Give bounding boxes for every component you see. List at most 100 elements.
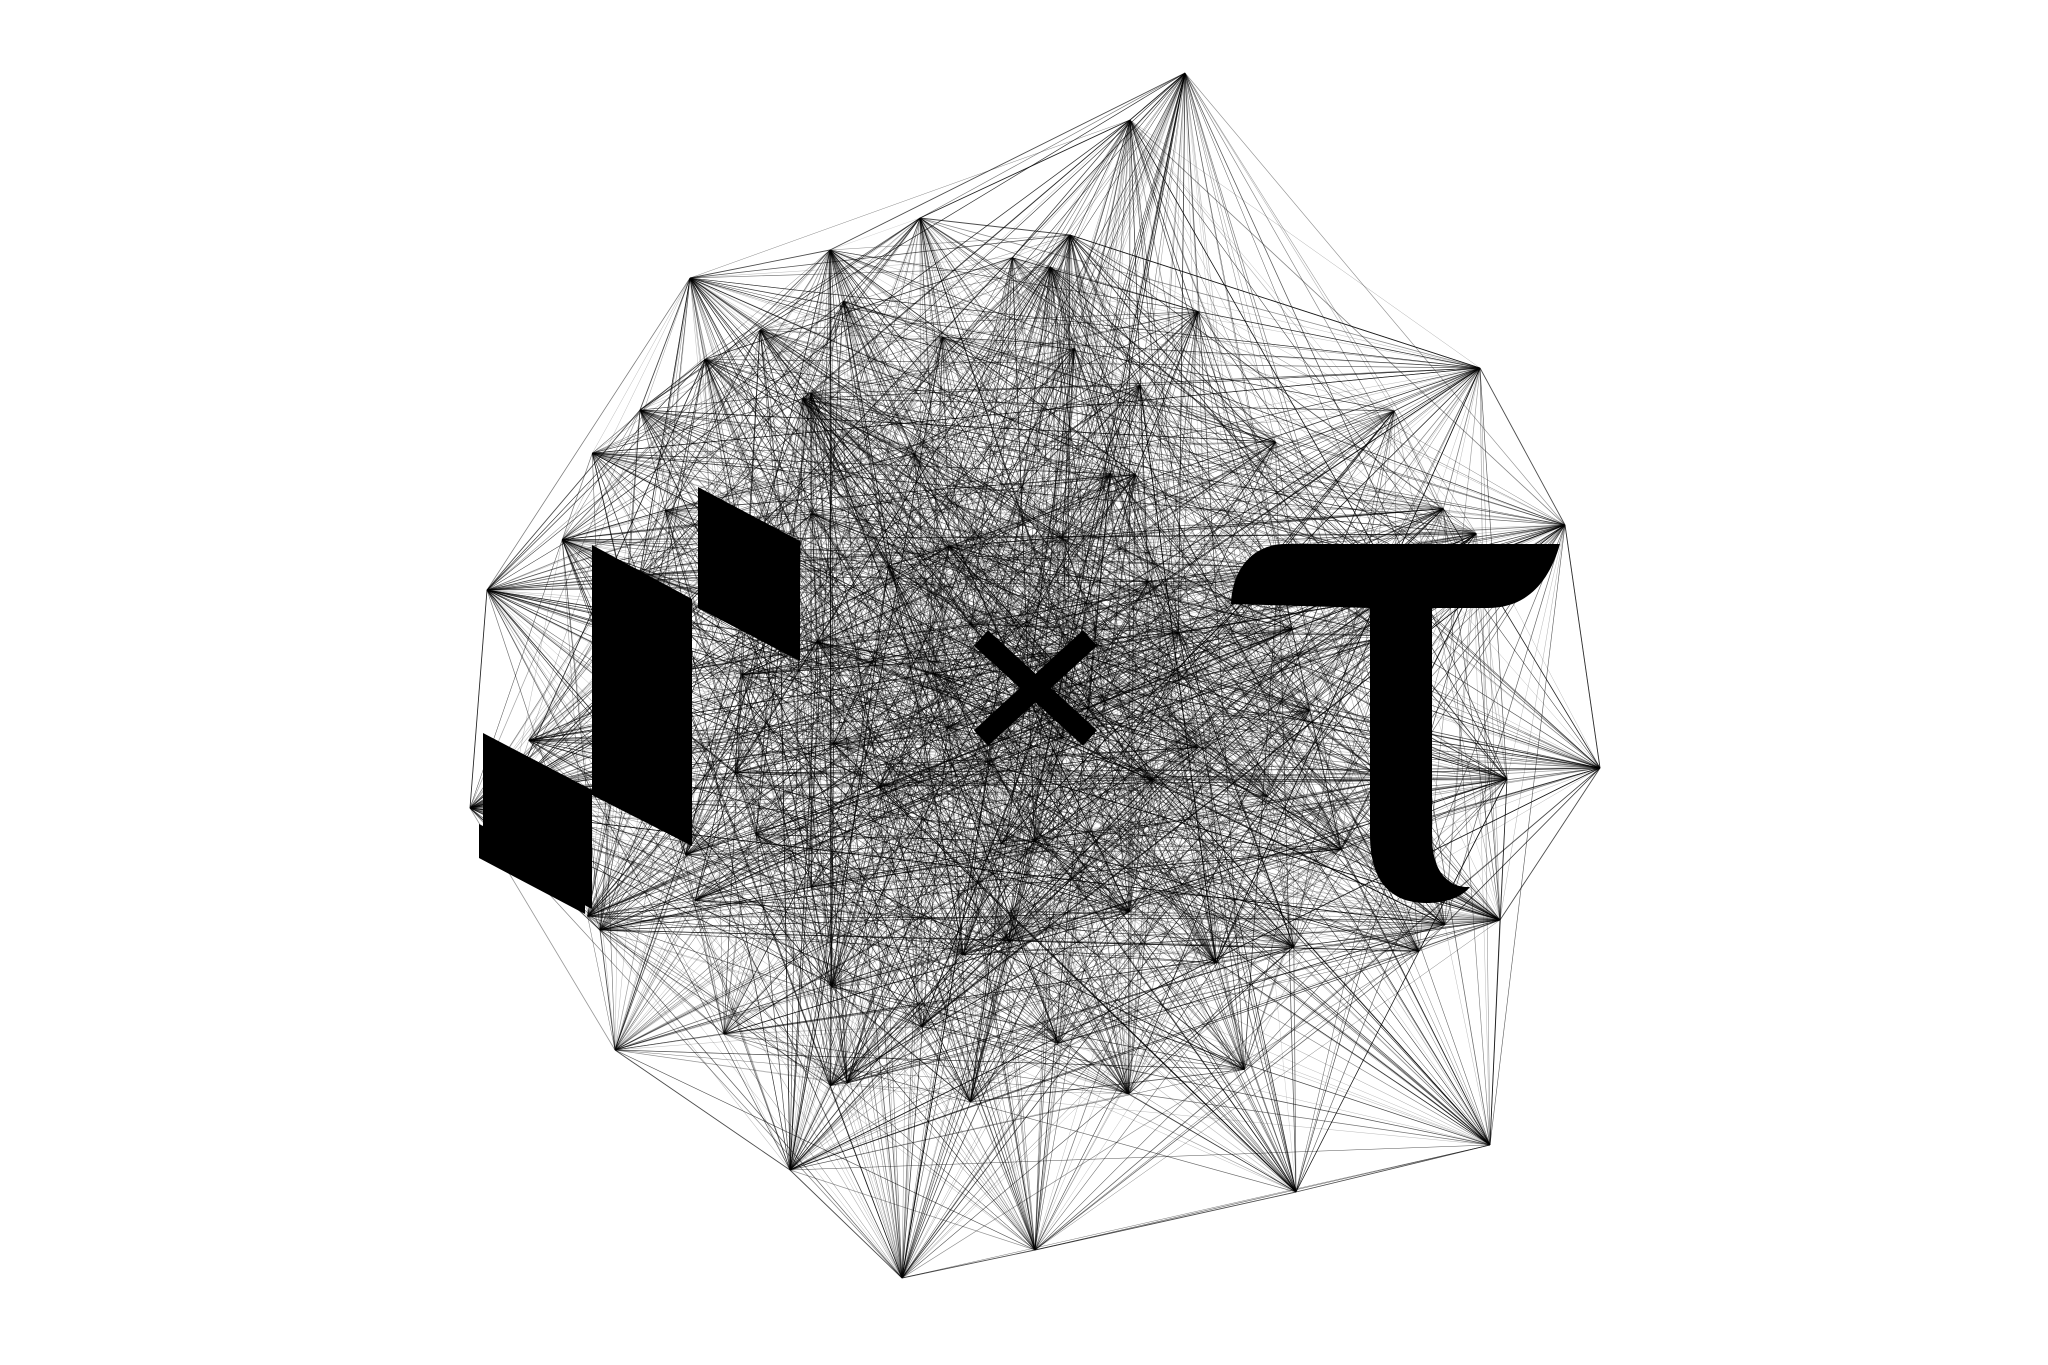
- mesh-line: [1088, 707, 1268, 797]
- mesh-line: [486, 301, 844, 591]
- mesh-line: [933, 673, 1217, 964]
- mesh-line: [831, 533, 1477, 987]
- mesh-line: [1050, 267, 1063, 538]
- mesh-line: [1034, 234, 1071, 1251]
- mesh-line: [817, 641, 1491, 1146]
- mesh-line: [829, 249, 832, 987]
- mesh-line: [741, 545, 950, 676]
- mesh-line: [901, 1101, 971, 1279]
- mesh-line: [735, 772, 1130, 913]
- mesh-line: [789, 1093, 1129, 1171]
- mesh-line: [689, 277, 1063, 538]
- mesh-line: [511, 329, 761, 792]
- mesh-line: [963, 954, 1245, 1070]
- mesh-line: [1184, 72, 1566, 526]
- mesh-line: [1129, 119, 1295, 947]
- mesh-line: [843, 217, 921, 302]
- mesh-line: [741, 473, 1111, 676]
- mesh-line: [1215, 367, 1481, 964]
- mesh-line: [599, 929, 922, 1027]
- mesh-line: [1061, 628, 1293, 738]
- mesh-line: [1074, 311, 1199, 349]
- mesh-line: [486, 473, 1111, 591]
- mesh-line: [695, 900, 1419, 952]
- mesh-line: [741, 674, 1341, 850]
- mesh-line: [1129, 119, 1566, 526]
- mesh-line: [1147, 581, 1245, 1070]
- mesh-line: [946, 267, 1051, 728]
- mesh-line: [1110, 473, 1392, 781]
- mesh-line: [592, 452, 1279, 569]
- mesh-line: [1050, 266, 1279, 569]
- mesh-line: [1129, 911, 1245, 1070]
- mesh-line: [802, 348, 1075, 399]
- mesh-line: [831, 986, 1245, 1070]
- mesh-line: [587, 916, 1501, 921]
- mesh-line: [933, 673, 1217, 964]
- mesh-line: [1215, 584, 1397, 964]
- mesh-line: [587, 624, 972, 917]
- mesh-line: [789, 641, 818, 1171]
- mesh-line: [512, 790, 1035, 842]
- mesh-line: [599, 779, 1153, 931]
- mesh-line: [689, 277, 1154, 781]
- mesh-line: [843, 301, 1481, 369]
- mesh-line: [689, 277, 964, 955]
- mesh-line: [723, 584, 1397, 1035]
- mesh-line: [723, 1033, 1491, 1146]
- mesh-line: [755, 834, 922, 1027]
- mesh-line: [1147, 581, 1310, 711]
- mesh-line: [587, 785, 880, 917]
- mesh-line: [1061, 736, 1217, 964]
- mesh-line: [802, 311, 1199, 399]
- mesh-line: [913, 441, 1276, 454]
- mesh-line: [831, 266, 1051, 987]
- mesh-line: [1011, 257, 1035, 842]
- mesh-line: [528, 740, 696, 901]
- mesh-line: [817, 641, 1268, 797]
- mesh-line: [694, 119, 1131, 901]
- mesh-line: [665, 510, 1477, 534]
- mesh-line: [639, 359, 706, 411]
- mesh-line: [723, 919, 1501, 1035]
- mesh-line: [810, 385, 1141, 394]
- mesh-line: [704, 359, 832, 987]
- mesh-line: [1178, 632, 1501, 921]
- mesh-line: [1128, 628, 1293, 913]
- mesh-line: [847, 919, 1501, 1084]
- mesh-line: [1058, 919, 1501, 1044]
- mesh-line: [639, 409, 666, 511]
- mesh-line: [689, 277, 1217, 964]
- mesh-line: [1394, 367, 1481, 412]
- mesh-line: [741, 674, 903, 1279]
- mesh-line: [694, 772, 736, 901]
- mesh-line: [685, 641, 818, 855]
- mesh-line: [901, 1144, 1491, 1279]
- mesh-line: [942, 337, 950, 547]
- mesh-line: [1062, 410, 1395, 538]
- mesh-line: [1129, 72, 1186, 121]
- mesh-line: [689, 277, 831, 1086]
- mesh-line: [810, 393, 1036, 1251]
- mesh-line: [901, 950, 1420, 1279]
- mesh-line: [921, 635, 1394, 1027]
- mesh-line: [829, 249, 1477, 534]
- mesh-line: [704, 359, 1036, 1251]
- mesh-line: [486, 589, 725, 1035]
- mesh-line: [695, 367, 1481, 901]
- mesh-line: [1069, 234, 1397, 586]
- mesh-line: [933, 673, 1392, 781]
- mesh-line: [1243, 778, 1508, 1070]
- mesh-line: [1012, 257, 1245, 1070]
- mesh-line: [1050, 266, 1279, 569]
- mesh-line: [614, 710, 1310, 1051]
- mesh-line: [811, 474, 1136, 888]
- mesh-line: [1110, 72, 1186, 474]
- mesh-line: [689, 277, 889, 567]
- mesh-line: [970, 537, 1063, 1102]
- mesh-line: [734, 772, 848, 1084]
- mesh-line: [901, 727, 948, 1279]
- mesh-line: [695, 537, 1063, 901]
- mesh-line: [1012, 119, 1131, 258]
- mesh-line: [901, 1101, 971, 1279]
